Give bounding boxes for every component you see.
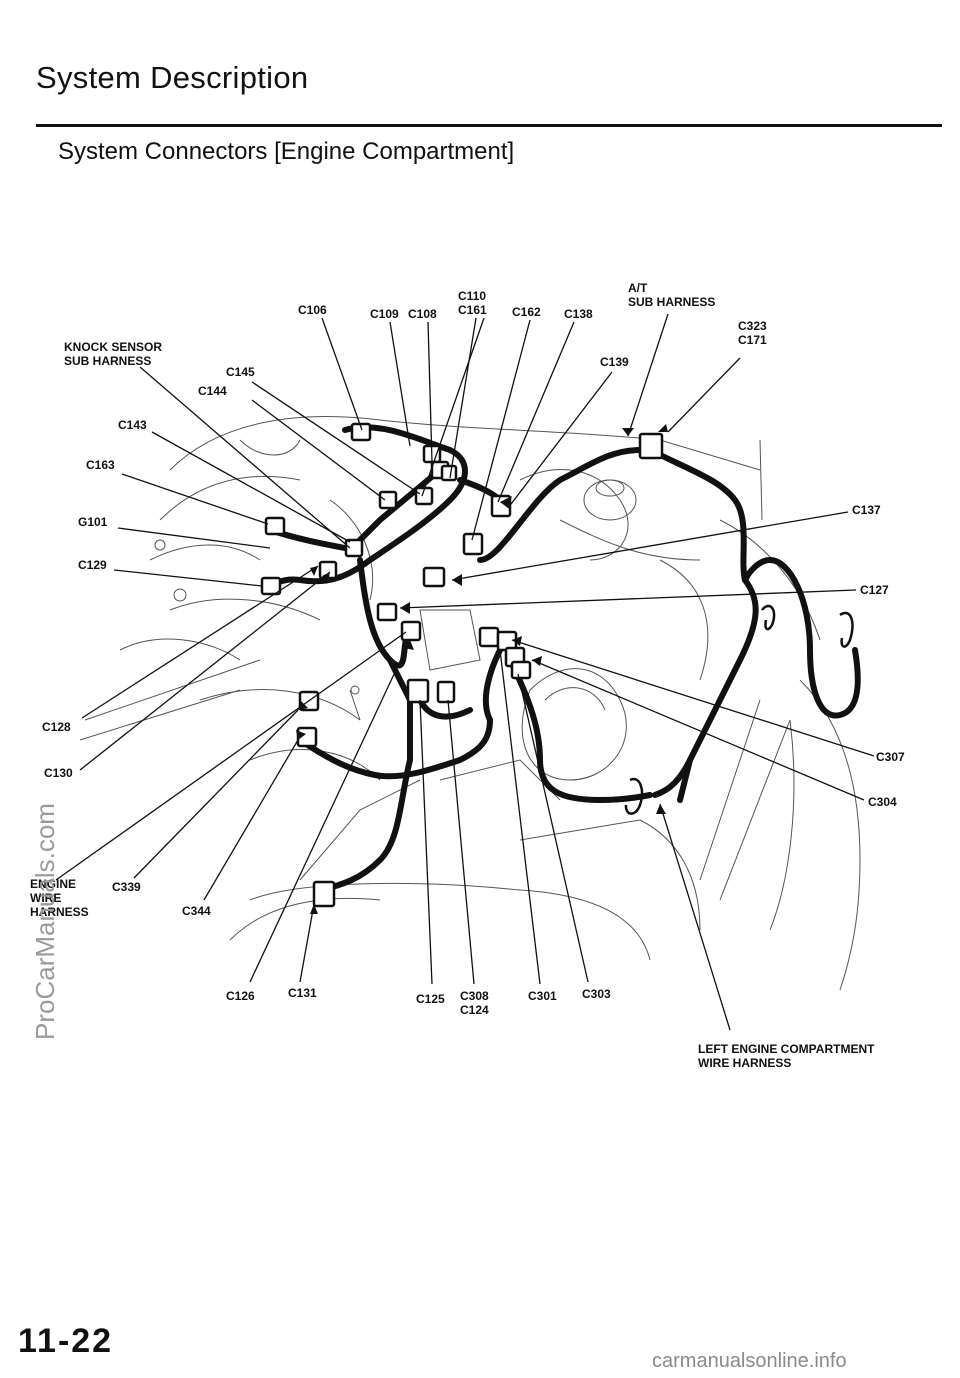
label-c144: C144 <box>198 384 227 398</box>
leader-lines <box>55 313 875 1031</box>
label-c145: C145 <box>226 365 255 379</box>
label-c108: C108 <box>408 307 437 321</box>
label-at-sub-harness: A/T SUB HARNESS <box>628 281 716 309</box>
label-c304: C304 <box>868 795 897 809</box>
section-title: System Description <box>36 60 309 95</box>
footer-watermark: carmanualsonline.info <box>652 1350 847 1372</box>
label-c130: C130 <box>44 766 73 780</box>
harness-clips <box>624 604 854 815</box>
label-c301: C301 <box>528 989 557 1003</box>
label-c128: C128 <box>42 720 71 734</box>
page-number: 11-22 <box>18 1322 114 1360</box>
label-c138: C138 <box>564 307 593 321</box>
diagram-subtitle: System Connectors [Engine Compartment] <box>58 138 515 165</box>
title-rule <box>36 124 942 127</box>
label-c323-c171: C323 C171 <box>738 319 767 347</box>
label-c109: C109 <box>370 307 399 321</box>
label-c126: C126 <box>226 989 255 1003</box>
label-c344: C344 <box>182 904 211 918</box>
label-c131: C131 <box>288 986 317 1000</box>
side-watermark: ProCarManuals.com <box>30 803 60 1040</box>
label-c143: C143 <box>118 418 147 432</box>
label-c139: C139 <box>600 355 629 369</box>
label-c307: C307 <box>876 750 905 764</box>
label-c303: C303 <box>582 987 611 1001</box>
label-c163: C163 <box>86 458 115 472</box>
label-knock-sensor-sub-harness: KNOCK SENSOR SUB HARNESS <box>64 340 163 368</box>
label-engine-wire-harness: ENGINE WIRE HARNESS <box>30 877 89 919</box>
label-c137: C137 <box>852 503 881 517</box>
label-c127: C127 <box>860 583 889 597</box>
label-g101: G101 <box>78 515 108 529</box>
wire-harnesses <box>265 424 861 893</box>
label-c110-c161: C110 C161 <box>458 289 487 317</box>
label-c162: C162 <box>512 305 541 319</box>
label-left-engine-compartment-wire-harness: LEFT ENGINE COMPARTMENT WIRE HARNESS <box>698 1042 875 1070</box>
label-c129: C129 <box>78 558 107 572</box>
arrowheads <box>296 424 668 914</box>
connectors <box>260 422 664 908</box>
label-c339: C339 <box>112 880 141 894</box>
label-c308-c124: C308 C124 <box>460 989 489 1017</box>
label-c125: C125 <box>416 992 445 1006</box>
label-c106: C106 <box>298 303 327 317</box>
